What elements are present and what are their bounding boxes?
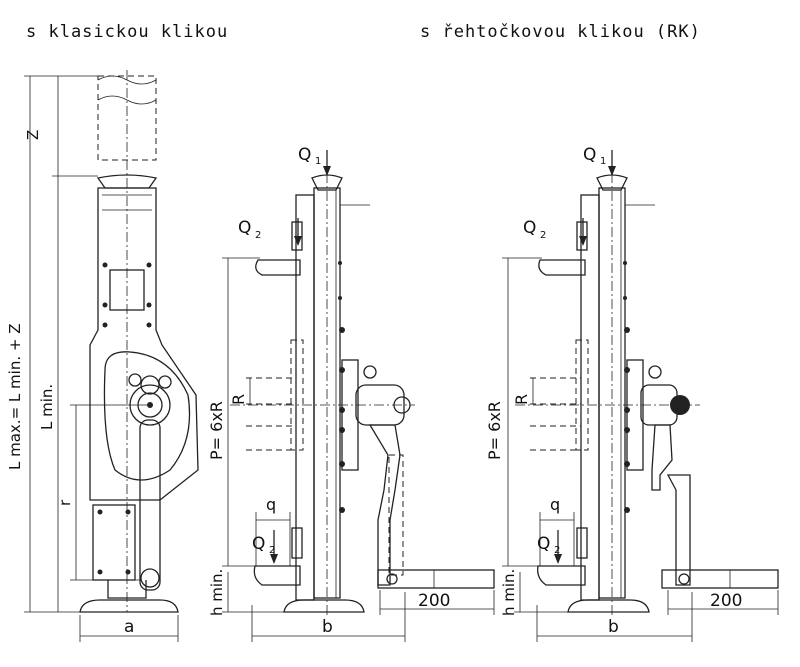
- housing-right: [580, 194, 600, 601]
- svg-text:1: 1: [315, 156, 321, 167]
- ratchet-handle: [661, 569, 779, 589]
- label-hmin-mid: h min.: [208, 569, 226, 616]
- label-r-small: r: [56, 499, 74, 506]
- label-q2b-mid: Q: [252, 534, 265, 554]
- head-cup: [96, 174, 158, 189]
- crank-handle-mid: [377, 569, 495, 589]
- label-p-mid: P= 6xR: [207, 401, 226, 460]
- label-q-right: q: [550, 495, 560, 514]
- label-q2-right: Q: [523, 218, 536, 238]
- crank-handle: [139, 419, 161, 591]
- lower-claw-right: [537, 565, 586, 586]
- label-lmax: L max.= L min. + Z: [6, 324, 24, 470]
- label-lmin: L min.: [38, 384, 56, 430]
- label-b-mid: b: [322, 617, 333, 637]
- svg-text:1: 1: [600, 156, 606, 167]
- svg-text:2: 2: [540, 230, 546, 241]
- lower-claw-mid: [253, 565, 301, 586]
- label-hmin-right: h min.: [500, 569, 518, 616]
- label-200-right: 200: [710, 591, 742, 611]
- crank-arm-mid: [368, 424, 401, 586]
- caption-classic-crank: s klasickou klikou: [26, 22, 229, 42]
- label-q1-right: Q: [583, 145, 596, 165]
- label-q2-mid: Q: [238, 218, 251, 238]
- side-view-ratchet: [502, 150, 779, 642]
- label-200-mid: 200: [418, 591, 450, 611]
- svg-text:2: 2: [269, 545, 275, 556]
- label-p-right: P= 6xR: [485, 401, 504, 460]
- svg-text:2: 2: [554, 545, 560, 556]
- label-q-mid: q: [266, 495, 276, 514]
- label-q2b-right: Q: [537, 534, 550, 554]
- jack-body: [89, 187, 199, 501]
- label-b-right: b: [608, 617, 619, 637]
- svg-text:2: 2: [255, 230, 261, 241]
- label-R-mid: R: [229, 394, 248, 405]
- side-view-classic: [222, 150, 495, 642]
- label-q1-mid: Q: [298, 145, 311, 165]
- label-a: a: [124, 617, 134, 637]
- ratchet-arm: [666, 474, 691, 586]
- label-R-right: R: [512, 394, 531, 405]
- label-z: Z: [24, 130, 42, 140]
- housing-mid: [295, 194, 315, 601]
- upper-claw-mid: [255, 259, 301, 276]
- upper-claw-right: [538, 259, 586, 276]
- base-foot: [79, 599, 179, 613]
- caption-ratchet-crank: s řehtočkovou klikou (RK): [420, 22, 701, 42]
- front-view-jack: [24, 70, 199, 642]
